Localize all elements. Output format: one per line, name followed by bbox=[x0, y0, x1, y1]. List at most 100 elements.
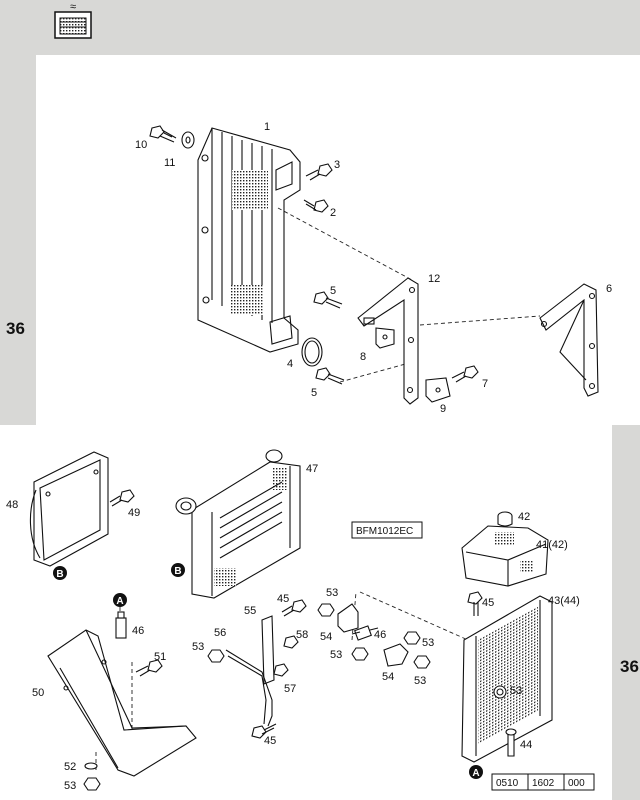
callout-10: 10 bbox=[135, 139, 147, 151]
callout-54b: 54 bbox=[382, 671, 394, 683]
svg-text:1602: 1602 bbox=[532, 778, 555, 789]
cap-42 bbox=[497, 511, 513, 527]
callout-3: 3 bbox=[334, 159, 340, 171]
callout-42: 42 bbox=[518, 511, 530, 523]
callout-41: 41(42) bbox=[536, 539, 568, 551]
expansion-tank-41 bbox=[461, 525, 549, 587]
section-number-right: 36 bbox=[620, 657, 639, 676]
callout-55: 55 bbox=[244, 605, 256, 617]
svg-text:≈: ≈ bbox=[70, 1, 76, 13]
mount-46-left bbox=[115, 611, 127, 639]
bolt-3 bbox=[305, 163, 333, 181]
callout-53f: 53 bbox=[414, 675, 426, 687]
callout-6: 6 bbox=[606, 283, 612, 295]
washer-52 bbox=[84, 762, 98, 770]
svg-text:B: B bbox=[56, 569, 63, 580]
svg-text:0510: 0510 bbox=[496, 778, 519, 789]
drain-valve-44 bbox=[505, 728, 517, 757]
callout-52: 52 bbox=[64, 761, 76, 773]
callout-4: 4 bbox=[287, 358, 293, 370]
callout-50: 50 bbox=[32, 687, 44, 699]
nut-53-left bbox=[207, 649, 225, 663]
nut-53-bottom bbox=[83, 777, 101, 791]
bolt-2 bbox=[303, 199, 329, 213]
callout-45c: 45 bbox=[264, 735, 276, 747]
callout-45b: 45 bbox=[277, 593, 289, 605]
callout-49: 49 bbox=[128, 507, 140, 519]
radiator-43 bbox=[461, 595, 553, 763]
callout-5a: 5 bbox=[330, 285, 336, 297]
callout-8: 8 bbox=[360, 351, 366, 363]
callout-1: 1 bbox=[264, 121, 270, 133]
fan-shroud-48 bbox=[29, 451, 109, 567]
radiator-cooling-icon: ≈ bbox=[54, 1, 92, 39]
callout-9: 9 bbox=[440, 403, 446, 415]
engine-designation-box bbox=[351, 521, 423, 539]
section-number-left: 36 bbox=[6, 319, 25, 338]
nut-53-top bbox=[317, 603, 335, 617]
charge-air-cooler-47 bbox=[175, 449, 301, 599]
bolt-58 bbox=[283, 635, 299, 649]
callout-5b: 5 bbox=[311, 387, 317, 399]
callout-53c: 53 bbox=[326, 587, 338, 599]
bolt-45-lower bbox=[251, 723, 277, 739]
callout-54a: 54 bbox=[320, 631, 332, 643]
o-ring-4 bbox=[301, 337, 323, 367]
nut-53-far bbox=[413, 655, 431, 669]
bolt-57 bbox=[273, 663, 289, 677]
callout-46b: 46 bbox=[374, 629, 386, 641]
bracket-50 bbox=[47, 629, 197, 777]
callout-2: 2 bbox=[330, 207, 336, 219]
callout-53d: 53 bbox=[330, 649, 342, 661]
clip-54-lower bbox=[383, 643, 409, 667]
upper-panel bbox=[36, 55, 640, 425]
callout-53b: 53 bbox=[192, 641, 204, 653]
bolt-7 bbox=[451, 365, 479, 383]
marker-a-left: A bbox=[113, 593, 127, 607]
bolt-45-upper bbox=[281, 599, 307, 617]
callout-53e: 53 bbox=[422, 637, 434, 649]
bolt-5-lower bbox=[315, 367, 345, 385]
nut-53-mid bbox=[351, 647, 369, 661]
marker-b-right: B bbox=[171, 563, 185, 577]
svg-text:A: A bbox=[116, 596, 123, 607]
nut-53-right bbox=[403, 631, 421, 645]
svg-text:000: 000 bbox=[568, 778, 585, 789]
callout-48: 48 bbox=[6, 499, 18, 511]
callout-47: 47 bbox=[306, 463, 318, 475]
bolt-5-upper bbox=[313, 291, 343, 309]
oil-cooler bbox=[197, 127, 301, 353]
block-9 bbox=[425, 377, 451, 403]
callout-53g: 53 bbox=[510, 685, 522, 697]
callout-12: 12 bbox=[428, 273, 440, 285]
callout-45a: 45 bbox=[482, 597, 494, 609]
block-8 bbox=[375, 327, 395, 349]
drawing-number: 0510 1602 000 bbox=[491, 773, 595, 791]
marker-b-left: B bbox=[53, 566, 67, 580]
callout-58: 58 bbox=[296, 629, 308, 641]
strut-55 bbox=[261, 615, 275, 685]
callout-43: 43(44) bbox=[548, 595, 580, 607]
callout-11: 11 bbox=[164, 157, 175, 169]
callout-44: 44 bbox=[520, 739, 532, 751]
svg-text:B: B bbox=[174, 566, 181, 577]
bolt-10 bbox=[149, 125, 177, 143]
callout-7: 7 bbox=[482, 378, 488, 390]
callout-51: 51 bbox=[154, 651, 166, 663]
engine-designation: BFM1012EC bbox=[356, 526, 413, 537]
callout-53a: 53 bbox=[64, 780, 76, 792]
clip-54-upper bbox=[337, 603, 359, 633]
rod-56 bbox=[225, 649, 273, 727]
bolt-49 bbox=[109, 489, 135, 507]
mount-46-center bbox=[351, 625, 379, 641]
callout-57: 57 bbox=[284, 683, 296, 695]
callout-56: 56 bbox=[214, 627, 226, 639]
bolt-45-tank bbox=[467, 591, 483, 616]
marker-a-right: A bbox=[469, 765, 483, 779]
bolt-51 bbox=[135, 659, 163, 677]
washer-11 bbox=[181, 131, 195, 149]
svg-text:A: A bbox=[472, 768, 479, 779]
bracket-6 bbox=[539, 283, 599, 397]
callout-46a: 46 bbox=[132, 625, 144, 637]
